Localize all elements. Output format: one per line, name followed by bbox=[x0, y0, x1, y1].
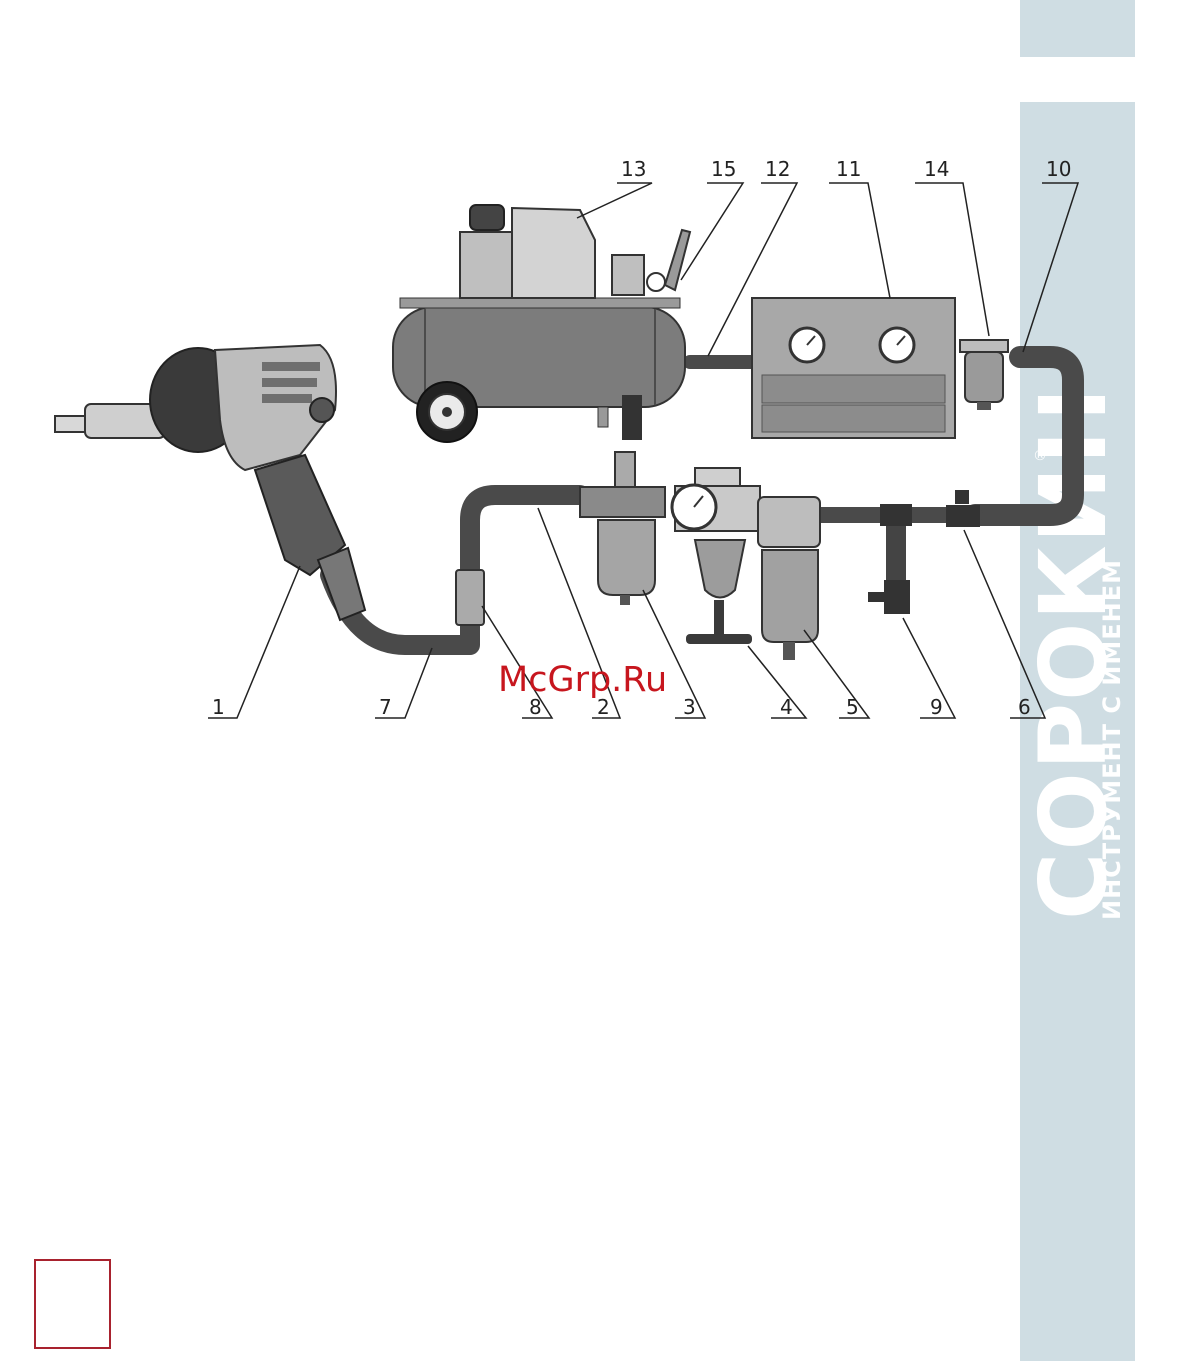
page-number-box bbox=[34, 1259, 111, 1349]
line-filter bbox=[960, 340, 1008, 410]
main-filter bbox=[758, 497, 820, 660]
watermark-text: McGrp.Ru bbox=[498, 660, 667, 700]
air-dryer-unit bbox=[752, 298, 955, 438]
air-compressor bbox=[393, 205, 690, 442]
callout-6: 6 bbox=[1018, 695, 1031, 719]
compressor-foot bbox=[622, 395, 642, 440]
callout-12: 12 bbox=[765, 157, 790, 181]
compressor-gauge bbox=[647, 273, 665, 291]
compressor-handle bbox=[665, 230, 690, 290]
callout-15: 15 bbox=[711, 157, 736, 181]
callout-1: 1 bbox=[212, 695, 225, 719]
compressor-motor-cover bbox=[512, 208, 595, 298]
callout-3: 3 bbox=[683, 695, 696, 719]
callout-11: 11 bbox=[836, 157, 861, 181]
pressure-regulator bbox=[672, 468, 760, 644]
callout-4: 4 bbox=[780, 695, 793, 719]
compressor-drain bbox=[598, 407, 608, 427]
lubricator bbox=[580, 452, 665, 605]
callout-10: 10 bbox=[1046, 157, 1071, 181]
impact-wrench bbox=[55, 345, 365, 620]
dryer-vent-grille-top bbox=[762, 375, 945, 403]
callout-9: 9 bbox=[930, 695, 943, 719]
callout-14: 14 bbox=[924, 157, 949, 181]
compressor-base-plate bbox=[400, 298, 680, 308]
dryer-vent-grille-bottom bbox=[762, 405, 945, 432]
compressor-pressure-switch bbox=[612, 255, 644, 295]
compressor-pump-cap bbox=[470, 205, 504, 230]
callout-5: 5 bbox=[846, 695, 859, 719]
callout-7: 7 bbox=[379, 695, 392, 719]
compressor-pump-head bbox=[460, 232, 512, 298]
callout-13: 13 bbox=[621, 157, 646, 181]
quick-coupling bbox=[456, 570, 484, 625]
wrench-direction-knob bbox=[310, 398, 334, 422]
